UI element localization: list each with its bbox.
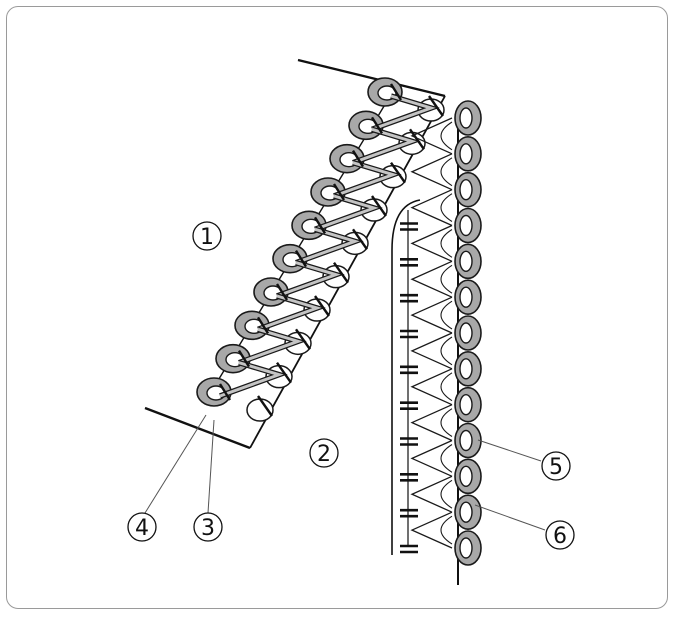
looper-thread-curve	[441, 158, 452, 186]
looper-thread	[412, 476, 452, 512]
callout-4: 4	[128, 513, 156, 541]
callout-2-label: 2	[317, 442, 331, 467]
edge-loop	[455, 495, 481, 529]
looper-thread	[412, 226, 452, 262]
edge-loop	[455, 316, 481, 350]
looper-thread-curve	[441, 445, 452, 473]
looper-thread	[412, 369, 452, 405]
looper-thread-curve	[441, 516, 452, 544]
looper-thread-curve	[441, 373, 452, 401]
callout-3: 3	[194, 513, 222, 541]
looper-thread-curve	[441, 122, 452, 150]
edge-loop	[455, 424, 481, 458]
edge-loop	[455, 352, 481, 386]
looper-thread	[412, 441, 452, 477]
tilted-fabric-piece	[145, 60, 445, 448]
edge-loop	[455, 137, 481, 171]
looper-thread	[412, 297, 452, 333]
edge-loop	[455, 244, 481, 278]
looper-thread-curve	[441, 265, 452, 293]
leader-line-5	[478, 440, 541, 461]
callout-2: 2	[310, 439, 338, 467]
callout-1-label: 1	[200, 225, 214, 250]
leader-line-4	[145, 415, 206, 513]
edge-loop	[455, 531, 481, 565]
callout-3-label: 3	[201, 516, 215, 541]
callout-5-label: 5	[549, 455, 563, 480]
looper-thread-curve	[441, 480, 452, 508]
callout-6: 6	[546, 521, 574, 549]
callout-1: 1	[193, 222, 221, 250]
looper-thread	[412, 512, 452, 548]
looper-thread	[412, 261, 452, 297]
looper-thread	[412, 333, 452, 369]
edge-loop	[455, 173, 481, 207]
looper-thread	[412, 154, 452, 190]
callout-5: 5	[542, 452, 570, 480]
looper-thread-curve	[441, 301, 452, 329]
edge-loop	[455, 388, 481, 422]
edge-loop	[455, 459, 481, 493]
edge-loop	[455, 280, 481, 314]
edge-loop	[455, 209, 481, 243]
edge-loop	[455, 101, 481, 135]
tilted-loop-chain	[197, 78, 444, 421]
vertical-looper-threads	[412, 118, 452, 548]
leader-line-6	[475, 505, 545, 530]
looper-thread	[412, 405, 452, 441]
vertical-fabric-fold-line	[392, 200, 420, 555]
looper-thread-curve	[441, 230, 452, 258]
looper-thread-curve	[441, 337, 452, 365]
looper-thread-curve	[441, 194, 452, 222]
looper-thread-curve	[441, 409, 452, 437]
callout-6-label: 6	[553, 524, 567, 549]
looper-thread	[412, 190, 452, 226]
callout-4-label: 4	[135, 516, 149, 541]
